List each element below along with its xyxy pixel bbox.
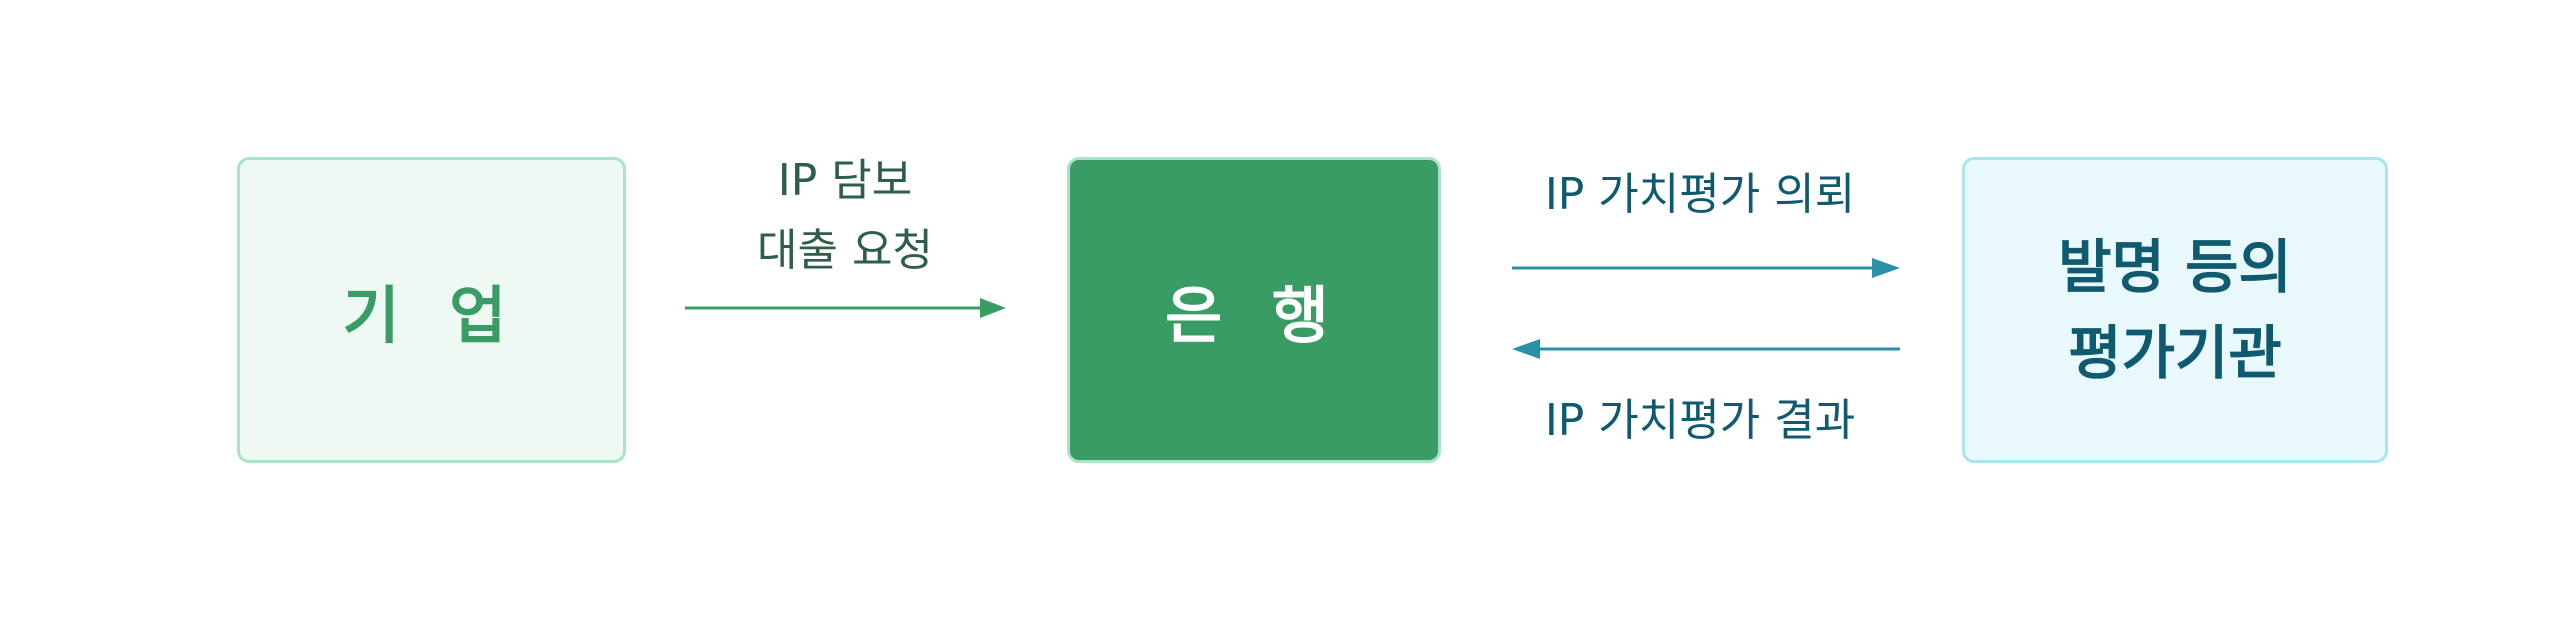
company-node: 기 업 <box>237 157 626 463</box>
company-label: 기 업 <box>342 279 521 352</box>
valuation-result-label: IP 가치평가 결과 <box>1544 395 1856 446</box>
arrowhead-company-to-bank <box>980 298 1006 318</box>
agency-label-line1: 발명 등의 <box>2058 233 2292 301</box>
valuation-agency-node: 발명 등의 평가기관 <box>1962 157 2388 463</box>
loan-request-label: IP 담보 대출 요청 <box>700 146 990 286</box>
bank-label: 은 행 <box>1165 279 1343 352</box>
loan-request-line2: 대출 요청 <box>757 225 933 276</box>
arrowhead-bank-to-agency <box>1872 258 1900 278</box>
agency-label-line2: 평가기관 <box>2068 319 2282 387</box>
arrowhead-agency-to-bank <box>1512 339 1540 359</box>
loan-request-line1: IP 담보 <box>777 155 913 206</box>
bank-node: 은 행 <box>1067 157 1441 463</box>
valuation-request-label: IP 가치평가 의뢰 <box>1544 169 1856 220</box>
